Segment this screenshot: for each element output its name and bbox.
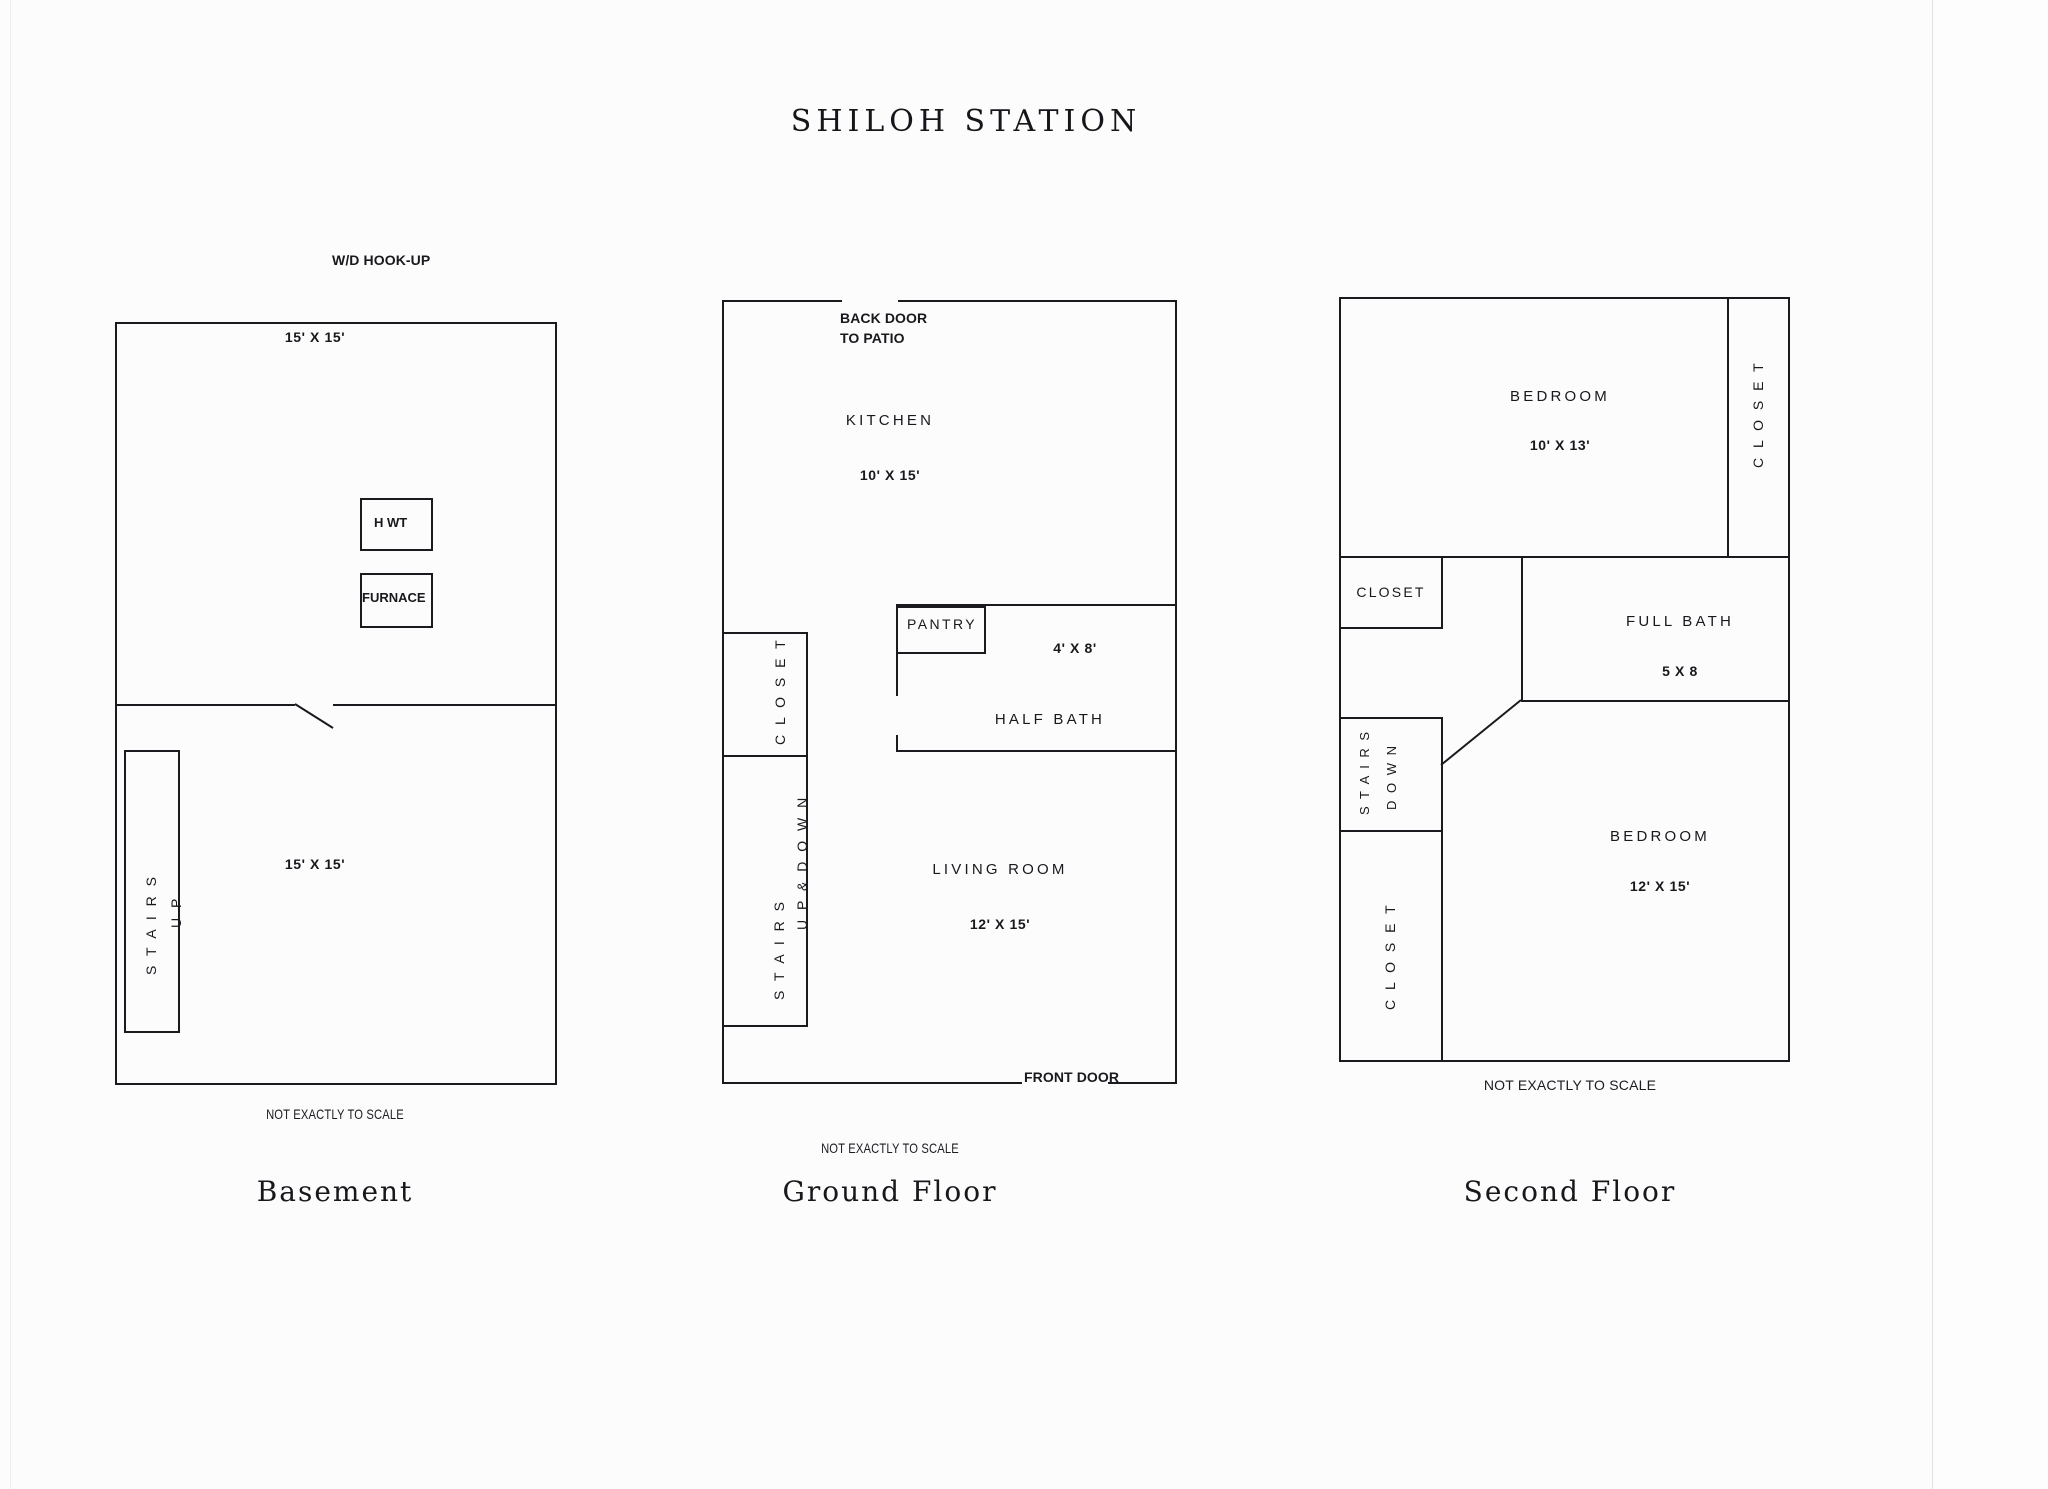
- halfbath-wall-left-lower: [896, 735, 898, 751]
- front-door-label: FRONT DOOR: [1024, 1069, 1120, 1085]
- scan-paper-area: [0, 0, 1932, 1489]
- second-stairs-right: [1441, 717, 1443, 832]
- second-wall-bottom: [1339, 1060, 1790, 1062]
- ground-floor-scale-note: NOT EXACTLY TO SCALE: [821, 1140, 959, 1156]
- full-bath-wall-left: [1521, 556, 1523, 700]
- furnace-top: [360, 573, 433, 575]
- ground-wall-bottom-left: [722, 1082, 1022, 1084]
- basement-wall-bottom: [115, 1083, 557, 1085]
- ground-wall-top-left: [722, 300, 842, 302]
- furnace-label: FURNACE: [362, 590, 426, 605]
- second-bedroom-front-wall-bottom: [1339, 556, 1790, 558]
- pantry-dimension: 4' X 8': [1053, 640, 1097, 656]
- basement-stairs-top: [124, 750, 180, 752]
- second-floor-scale-note: NOT EXACTLY TO SCALE: [1483, 1077, 1657, 1093]
- back-door-label-line2: TO PATIO: [840, 330, 905, 346]
- ground-closet-top: [722, 632, 808, 634]
- kitchen-label: KITCHEN: [845, 412, 935, 429]
- scan-right-edge: [1932, 0, 1933, 1489]
- scan-left-edge: [10, 0, 11, 1489]
- full-bath-dimension: 5 X 8: [1662, 663, 1698, 679]
- page-title: SHILOH STATION: [790, 104, 1142, 139]
- basement-door-swing: [294, 703, 334, 729]
- pantry-bottom: [898, 652, 986, 654]
- basement-wall-right: [555, 322, 557, 1085]
- second-floor-caption: Second Floor: [1463, 1175, 1677, 1208]
- hwt-right: [431, 498, 433, 551]
- basement-upper-dimension: 15' X 15': [284, 329, 346, 345]
- basement-wall-top: [115, 322, 557, 324]
- furnace-right: [431, 573, 433, 628]
- halfbath-wall-left-upper: [896, 604, 898, 696]
- hall-closet-right: [1441, 556, 1443, 629]
- basement-stairs-bottom: [124, 1031, 180, 1033]
- second-stairs-label: S T A I R S: [1357, 729, 1372, 815]
- bedroom-rear-label: BEDROOM: [1610, 828, 1710, 845]
- second-wall-top: [1339, 297, 1790, 299]
- second-lower-closet-right: [1441, 830, 1443, 1062]
- bedroom-front-label: BEDROOM: [1510, 388, 1610, 405]
- basement-lower-dimension: 15' X 15': [284, 856, 346, 872]
- ground-stairs-right: [806, 755, 808, 1027]
- kitchen-dimension: 10' X 15': [859, 467, 921, 483]
- basement-divider-right: [333, 704, 557, 706]
- hwt-bottom: [360, 549, 433, 551]
- hwt-left: [360, 498, 362, 551]
- halfbath-wall-top: [896, 604, 1177, 606]
- ground-stairs-bottom: [722, 1025, 808, 1027]
- bedroom-front-dimension: 10' X 13': [1529, 437, 1591, 453]
- furnace-left: [360, 573, 362, 628]
- second-stairs-direction: D O W N: [1384, 744, 1399, 810]
- second-stairs-top: [1339, 717, 1443, 719]
- second-closet-right-divider: [1727, 297, 1729, 558]
- furnace-bottom: [360, 626, 433, 628]
- closet-lower-label: C L O S E T: [1382, 902, 1398, 1010]
- living-room-dimension: 12' X 15': [969, 916, 1031, 932]
- hall-closet-bottom: [1339, 627, 1443, 629]
- wd-hookup-label: W/D HOOK-UP: [332, 252, 431, 268]
- pantry-label: PANTRY: [907, 616, 977, 632]
- basement-wall-left: [115, 322, 117, 1085]
- full-bath-wall-bottom: [1521, 700, 1790, 702]
- ground-floor-caption: Ground Floor: [782, 1175, 998, 1208]
- half-bath-label: HALF BATH: [994, 711, 1106, 728]
- ground-wall-bottom-right: [1108, 1082, 1177, 1084]
- bedroom-rear-dimension: 12' X 15': [1629, 878, 1691, 894]
- basement-caption: Basement: [256, 1175, 414, 1208]
- closet-hall-label: CLOSET: [1356, 584, 1426, 600]
- ground-closet-bottom: [722, 755, 808, 757]
- basement-stairs-left: [124, 750, 126, 1033]
- second-stairs-bottom: [1339, 830, 1443, 832]
- basement-stairs-right: [178, 750, 180, 1033]
- basement-divider-left: [115, 704, 295, 706]
- second-wall-left: [1339, 297, 1341, 1060]
- ground-wall-top-right: [898, 300, 1177, 302]
- pantry-top: [898, 606, 986, 608]
- second-wall-right: [1788, 297, 1790, 1060]
- ground-wall-right: [1175, 300, 1177, 1082]
- halfbath-wall-bottom: [896, 750, 1177, 752]
- pantry-right: [984, 606, 986, 654]
- ground-wall-left: [722, 300, 724, 1082]
- hwt-top: [360, 498, 433, 500]
- living-room-label: LIVING ROOM: [932, 861, 1068, 878]
- ground-closet-right: [806, 632, 808, 757]
- back-door-label-line1: BACK DOOR: [840, 310, 928, 326]
- full-bath-label: FULL BATH: [1626, 613, 1734, 630]
- basement-scale-note: NOT EXACTLY TO SCALE: [266, 1106, 404, 1122]
- hot-water-tank-label: H WT: [374, 515, 408, 530]
